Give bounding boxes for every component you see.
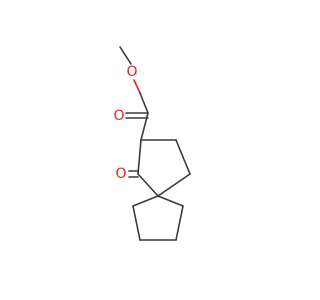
bond-spiro-c1 [137,173,159,197]
bond-carbonyl-c2 [140,112,149,141]
bond-o-carbonyl-red [133,79,141,94]
bond-c4-spiro [157,173,191,197]
bond-c9-spiro [157,195,184,207]
bond-o-carbonyl [139,92,149,114]
bond-methyl-o [119,46,132,65]
ester-ether-oxygen-label: O [126,64,137,80]
ketone-oxygen-label: O [115,166,126,182]
bond-c6-c7 [132,205,141,241]
bond-c1-c2 [137,139,142,175]
bond-c3-c4 [175,139,191,175]
ester-carbonyl-oxygen-label: O [113,108,124,124]
bond-spiro-c6 [132,195,159,207]
molecule-canvas: O O O [113,46,191,241]
bond-c8-c9 [175,205,184,241]
structure-svg: O O O [113,46,191,241]
